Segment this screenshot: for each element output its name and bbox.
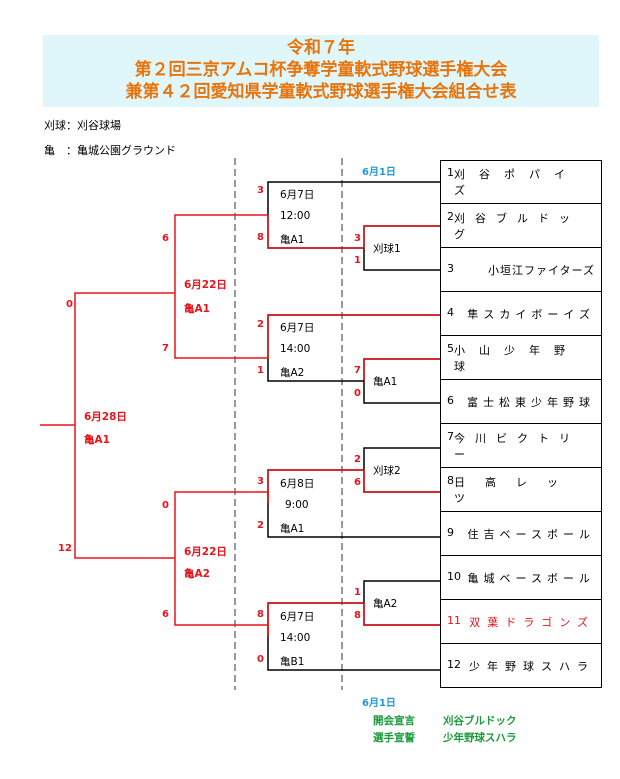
semifinal-venue: 亀A1 — [184, 303, 210, 315]
score: 0 — [354, 388, 361, 399]
game-date: 6月7日 — [280, 322, 315, 334]
game-time: 14:00 — [280, 632, 311, 644]
score: 2 — [257, 520, 264, 531]
opening-declaration-label: 開会宣言 — [373, 715, 415, 727]
page-title: 令和７年 第２回三京アムコ杯争奪学童軟式野球選手権大会 兼第４２回愛知県学童軟式… — [43, 35, 599, 107]
game-venue: 亀A1 — [373, 376, 398, 388]
title-line-2: 第２回三京アムコ杯争奪学童軟式野球選手権大会 — [134, 60, 508, 80]
final-date: 6月28日 — [84, 411, 127, 423]
score: 8 — [257, 609, 264, 620]
game-time: 9:00 — [285, 499, 309, 511]
game-venue: 亀A1 — [280, 523, 305, 535]
score: 6 — [162, 233, 169, 244]
game-venue: 刈球2 — [373, 465, 401, 477]
score: 7 — [354, 365, 361, 376]
score: 0 — [162, 500, 169, 511]
game-venue: 亀A2 — [373, 598, 398, 610]
game-date: 6月7日 — [280, 189, 315, 201]
score: 6 — [162, 609, 169, 620]
score: 0 — [66, 299, 73, 310]
game-date: 6月7日 — [280, 611, 315, 623]
score: 3 — [257, 476, 264, 487]
semifinal-date: 6月22日 — [184, 279, 227, 291]
game-venue: 亀B1 — [280, 656, 305, 668]
score: 3 — [257, 185, 264, 196]
score: 0 — [257, 654, 264, 665]
score: 6 — [354, 477, 361, 488]
score: 2 — [257, 319, 264, 330]
opening-declaration-team: 刈谷ブルドック — [443, 715, 517, 727]
score: 8 — [354, 610, 361, 621]
score: 7 — [162, 343, 169, 354]
semifinal-date: 6月22日 — [184, 546, 227, 558]
venue-note-kame: 亀 ：亀城公園グラウンド — [44, 144, 176, 157]
score: 12 — [58, 543, 72, 554]
ceremony-date: 6月1日 — [362, 698, 396, 709]
score: 8 — [257, 232, 264, 243]
game-venue: 刈球1 — [373, 243, 401, 255]
player-oath-team: 少年野球スハラ — [443, 732, 517, 744]
score: 1 — [257, 365, 264, 376]
round1-date: 6月1日 — [362, 167, 396, 178]
title-line-1: 令和７年 — [287, 38, 355, 58]
score: 1 — [354, 255, 361, 266]
game-venue: 亀A1 — [280, 234, 305, 246]
venue-note-kariya: 刈球：刈谷球場 — [44, 119, 121, 132]
score: 3 — [354, 233, 361, 244]
game-time: 14:00 — [280, 343, 311, 355]
game-venue: 亀A2 — [280, 367, 305, 379]
score: 2 — [354, 454, 361, 465]
title-line-3: 兼第４２回愛知県学童軟式野球選手権大会組合せ表 — [125, 82, 517, 102]
game-date: 6月8日 — [280, 478, 315, 490]
player-oath-label: 選手宣誓 — [373, 732, 415, 744]
semifinal-venue: 亀A2 — [184, 568, 210, 580]
final-venue: 亀A1 — [84, 434, 110, 446]
score: 1 — [354, 587, 361, 598]
game-time: 12:00 — [280, 210, 311, 222]
